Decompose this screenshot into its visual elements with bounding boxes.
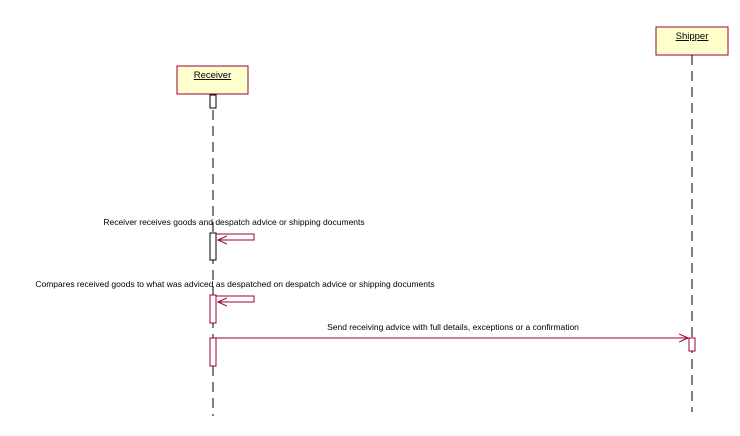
actor-shipper-label: Shipper xyxy=(676,31,709,42)
actor-shipper[interactable]: Shipper xyxy=(655,26,729,56)
actor-receiver-label: Receiver xyxy=(194,70,232,81)
receiver-activation-initial xyxy=(209,94,217,109)
actor-shipper-box[interactable] xyxy=(655,26,729,56)
message-receive-goods-arrow xyxy=(216,233,255,240)
actor-receiver[interactable]: Receiver xyxy=(176,65,249,95)
message-send-advice-label: Send receiving advice with full details,… xyxy=(327,322,579,332)
shipper-activation-send-advice xyxy=(688,337,696,352)
receiver-activation-compare-goods xyxy=(209,294,217,324)
message-receive-goods-label: Receiver receives goods and despatch adv… xyxy=(103,217,364,227)
message-compare-goods-label: Compares received goods to what was advi… xyxy=(35,279,434,289)
receiver-activation-receive-goods xyxy=(209,232,217,261)
actor-receiver-box[interactable] xyxy=(176,65,249,95)
receiver-activation-send-advice xyxy=(209,337,217,367)
message-compare-goods-arrow xyxy=(216,295,255,302)
